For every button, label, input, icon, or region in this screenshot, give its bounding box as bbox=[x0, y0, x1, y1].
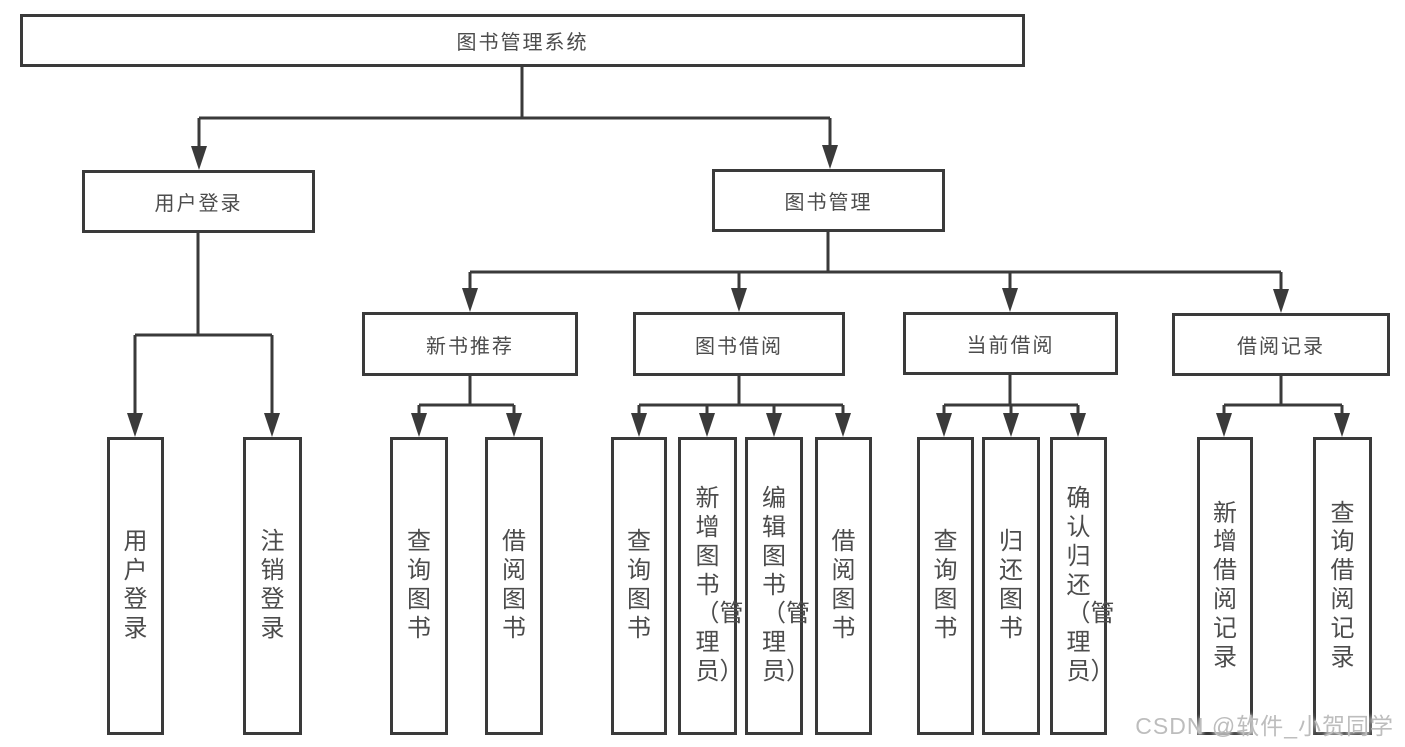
csdn-watermark: CSDN @软件_小贺同学 bbox=[1135, 713, 1394, 739]
leaf-query-borrow-record-label: 查询借阅记录 bbox=[1330, 499, 1355, 671]
leaf-query-borrow-record: 查询借阅记录 bbox=[1313, 437, 1372, 735]
node-new-book-recommend: 新书推荐 bbox=[362, 312, 578, 376]
node-new-book-recommend-label: 新书推荐 bbox=[426, 335, 514, 358]
leaf-borrow-books-borrow-label: 借阅图书 bbox=[831, 528, 856, 642]
node-borrow-records-label: 借阅记录 bbox=[1237, 336, 1325, 358]
node-current-borrow: 当前借阅 bbox=[903, 312, 1118, 375]
leaf-query-books-borrow: 查询图书 bbox=[611, 437, 667, 735]
leaf-query-books-current: 查询图书 bbox=[917, 437, 974, 735]
leaf-logout-label: 注销登录 bbox=[260, 528, 285, 642]
node-book-borrow: 图书借阅 bbox=[633, 312, 845, 376]
leaf-borrow-books-recommend: 借阅图书 bbox=[485, 437, 543, 735]
leaf-query-books-recommend-label: 查询图书 bbox=[407, 528, 431, 642]
node-current-borrow-label: 当前借阅 bbox=[966, 335, 1055, 357]
leaf-borrow-books-borrow: 借阅图书 bbox=[815, 437, 872, 735]
leaf-query-books-current-label: 查询图书 bbox=[933, 528, 958, 642]
node-book-management: 图书管理 bbox=[712, 169, 945, 232]
leaf-query-books-borrow-label: 查询图书 bbox=[627, 528, 651, 642]
leaf-edit-book-admin-label: 编辑图书（管理员） bbox=[762, 485, 810, 685]
leaf-user-login: 用户登录 bbox=[107, 437, 164, 735]
leaf-return-book: 归还图书 bbox=[982, 437, 1040, 735]
leaf-query-books-recommend: 查询图书 bbox=[390, 437, 448, 735]
leaf-confirm-return-admin-label: 确认归还（管理员） bbox=[1066, 485, 1115, 685]
leaf-add-borrow-record-label: 新增借阅记录 bbox=[1213, 499, 1237, 671]
node-borrow-records: 借阅记录 bbox=[1172, 313, 1390, 376]
leaf-return-book-label: 归还图书 bbox=[999, 528, 1023, 642]
leaf-add-borrow-record: 新增借阅记录 bbox=[1197, 437, 1253, 735]
leaf-edit-book-admin: 编辑图书（管理员） bbox=[745, 437, 810, 735]
node-book-borrow-label: 图书借阅 bbox=[695, 335, 783, 358]
leaf-borrow-books-recommend-label: 借阅图书 bbox=[502, 528, 526, 642]
node-book-management-label: 图书管理 bbox=[784, 192, 873, 214]
node-user-login: 用户登录 bbox=[82, 170, 315, 233]
node-user-login-label: 用户登录 bbox=[154, 193, 243, 215]
leaf-user-login-label: 用户登录 bbox=[123, 528, 148, 642]
node-root-label: 图书管理系统 bbox=[456, 32, 589, 54]
leaf-confirm-return-admin: 确认归还（管理员） bbox=[1050, 437, 1115, 735]
leaf-add-book-admin-label: 新增图书（管理员） bbox=[695, 485, 744, 685]
leaf-logout: 注销登录 bbox=[243, 437, 302, 735]
node-root: 图书管理系统 bbox=[20, 14, 1025, 67]
leaf-add-book-admin: 新增图书（管理员） bbox=[678, 437, 744, 735]
